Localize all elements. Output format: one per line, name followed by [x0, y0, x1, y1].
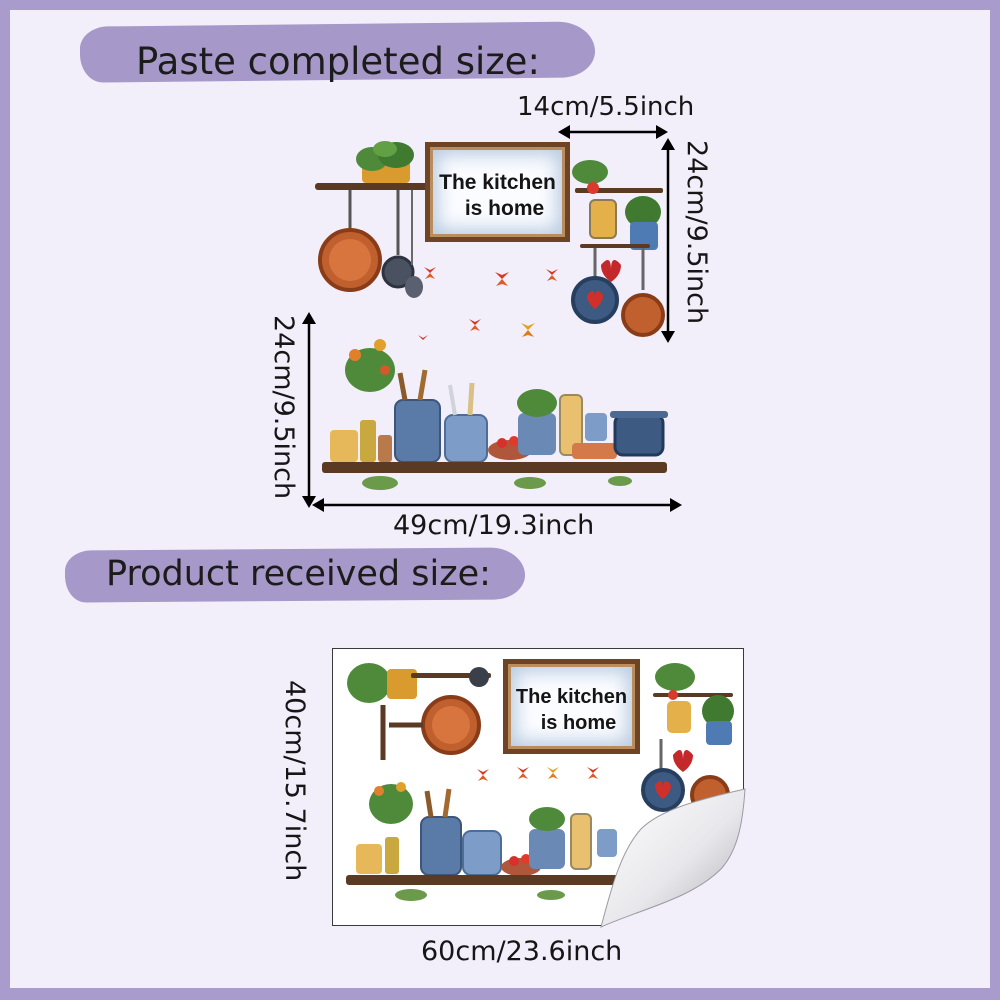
sign-line-2: is home	[464, 197, 545, 220]
peeling-corner	[600, 788, 746, 928]
kitchen-sign: The kitchen is home	[425, 142, 570, 242]
top-width-arrow	[558, 125, 668, 139]
shelf-height-label: 24cm/9.5inch	[268, 315, 299, 500]
sheet-kitchen-sign: The kitchen is home	[503, 659, 640, 754]
hanging-shelf-illustration	[571, 160, 665, 337]
product-sheet: The kitchen is home	[332, 648, 746, 928]
sign-line-1: The kitchen	[439, 171, 556, 194]
sheet-sign-line-1: The kitchen	[515, 686, 628, 708]
top-height-arrow	[661, 138, 675, 343]
shelf-width-label: 49cm/19.3inch	[393, 510, 595, 541]
sheet-sign-line-2: is home	[540, 712, 617, 734]
product-received-heading: Product received size:	[106, 554, 491, 594]
butterflies-top-illustration	[418, 267, 558, 340]
sheet-left-hanging-illustration	[347, 663, 491, 760]
sheet-width-label: 60cm/23.6inch	[421, 936, 623, 967]
shelf-width-arrow	[312, 498, 682, 512]
paste-completed-heading: Paste completed size:	[136, 40, 540, 83]
hanging-pans-illustration	[315, 141, 455, 298]
shelf-height-arrow	[302, 312, 316, 508]
page-frame: Paste completed size: The kitchen is hom…	[10, 10, 990, 988]
sheet-shelf-illustration	[346, 782, 651, 901]
sheet-butterflies-illustration	[477, 767, 599, 781]
kitchen-shelf-illustration	[322, 339, 668, 490]
top-width-label: 14cm/5.5inch	[517, 92, 695, 122]
sheet-height-label: 40cm/15.7inch	[279, 680, 310, 882]
top-height-label: 24cm/9.5inch	[681, 140, 712, 325]
